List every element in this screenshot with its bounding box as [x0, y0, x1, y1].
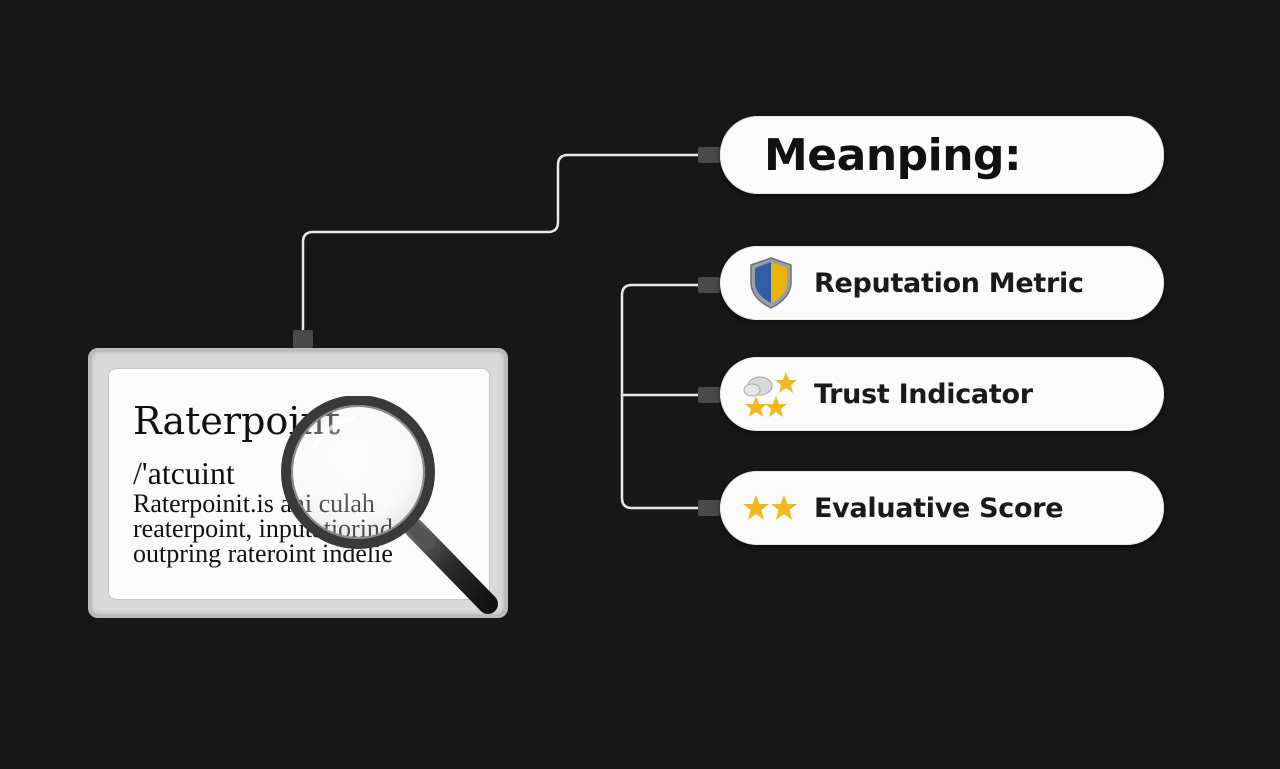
plug-card [293, 330, 313, 348]
plug-item-1 [698, 277, 720, 293]
meaning-item-trust-indicator: Trust Indicator [720, 357, 1164, 431]
two-stars-icon [742, 482, 800, 534]
plug-item-3 [698, 500, 720, 516]
connector-bracket [620, 283, 702, 510]
meaning-item-evaluative-score: Evaluative Score [720, 471, 1164, 545]
meaning-header-pill: Meanping: [720, 116, 1164, 194]
meaning-item-label: Evaluative Score [814, 492, 1064, 524]
meaning-item-label: Trust Indicator [814, 378, 1033, 410]
connector-card-to-header [301, 153, 702, 334]
shield-icon [742, 257, 800, 309]
plug-item-2 [698, 387, 720, 403]
dictionary-phonetic: /'atcuint [133, 455, 235, 491]
magnifying-glass-icon [281, 396, 498, 614]
meaning-header: Meanping: [764, 129, 1022, 181]
meaning-item-reputation-metric: Reputation Metric [720, 246, 1164, 320]
stars-cloud-icon [742, 368, 800, 420]
meaning-item-label: Reputation Metric [814, 267, 1084, 299]
plug-header [698, 147, 720, 163]
